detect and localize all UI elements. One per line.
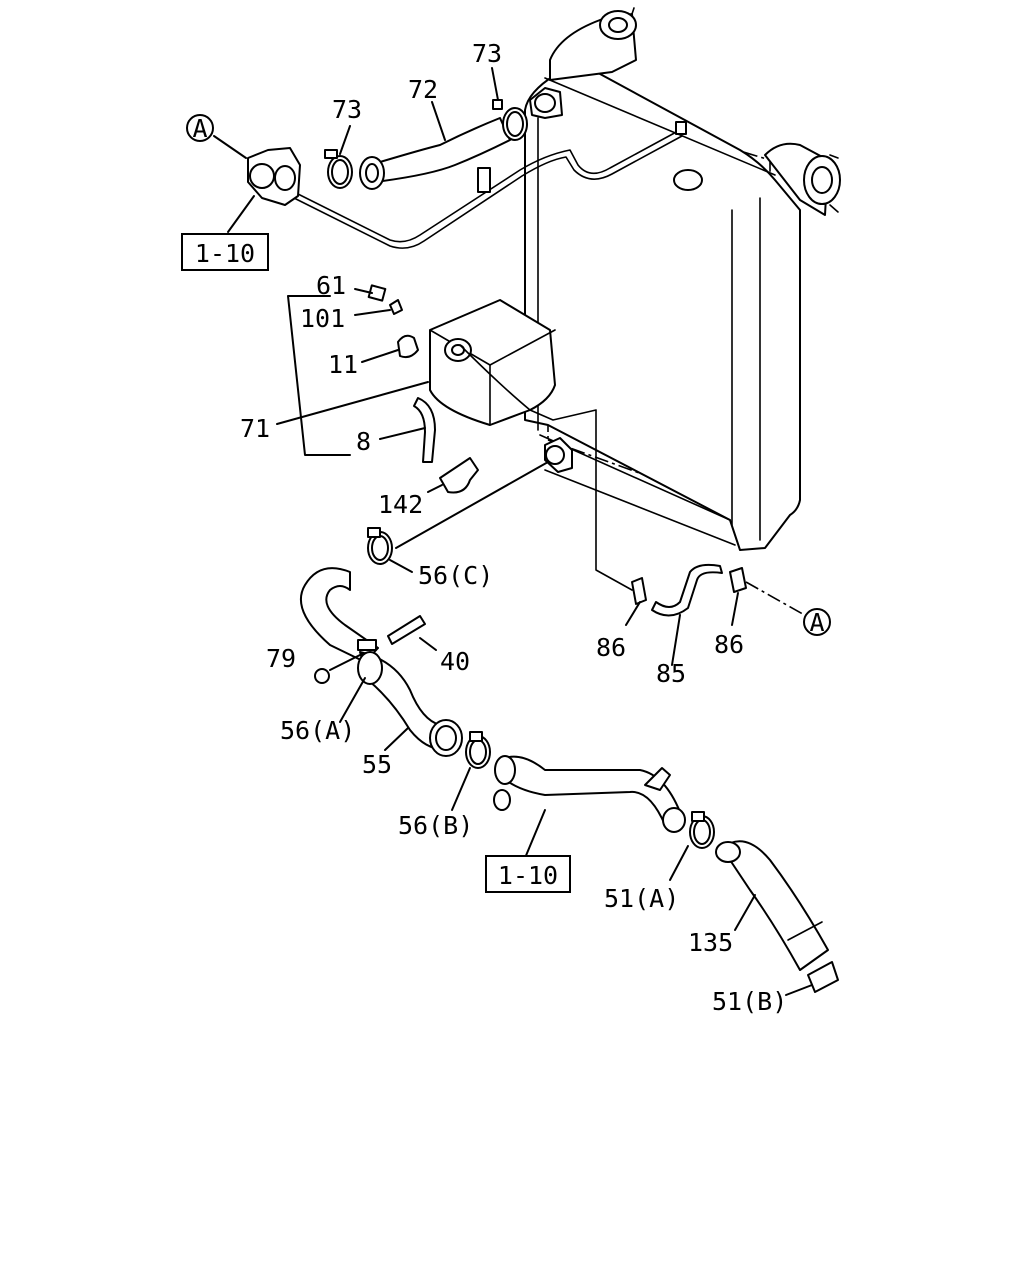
label-56c: 56(C) xyxy=(418,561,493,590)
label-56a: 56(A) xyxy=(280,716,355,745)
label-40: 40 xyxy=(440,647,470,676)
lower-hose-assembly xyxy=(300,527,839,993)
upper-hose-assembly xyxy=(247,99,687,249)
svg-text:1-10: 1-10 xyxy=(498,861,558,890)
label-73-left: 73 xyxy=(332,95,362,124)
label-51b: 51(B) xyxy=(712,987,787,1016)
ref-box-bottom: 1-10 xyxy=(485,855,571,893)
part-labels: 73 72 73 61 101 11 71 8 142 56(C) 79 40 … xyxy=(240,39,787,1016)
label-135: 135 xyxy=(688,928,733,957)
label-85: 85 xyxy=(656,659,686,688)
label-11: 11 xyxy=(328,350,358,379)
label-86-left: 86 xyxy=(596,633,626,662)
svg-text:A: A xyxy=(192,114,207,143)
radiator xyxy=(524,7,841,551)
svg-text:1-10: 1-10 xyxy=(195,239,255,268)
label-51a: 51(A) xyxy=(604,884,679,913)
label-56b: 56(B) xyxy=(398,811,473,840)
label-72: 72 xyxy=(408,75,438,104)
label-142: 142 xyxy=(378,490,423,519)
leader-lines xyxy=(213,67,813,996)
label-101: 101 xyxy=(300,304,345,333)
label-73-right: 73 xyxy=(472,39,502,68)
ref-marker-a-right: A xyxy=(803,608,831,637)
ref-box-top: 1-10 xyxy=(181,233,269,271)
label-86-right: 86 xyxy=(714,630,744,659)
label-8: 8 xyxy=(356,427,371,456)
svg-text:A: A xyxy=(809,608,824,637)
label-55: 55 xyxy=(362,750,392,779)
ref-marker-a-top: A xyxy=(186,114,214,143)
label-79: 79 xyxy=(266,644,296,673)
reservoir-tank xyxy=(367,284,633,591)
label-71: 71 xyxy=(240,414,270,443)
label-61: 61 xyxy=(316,271,346,300)
